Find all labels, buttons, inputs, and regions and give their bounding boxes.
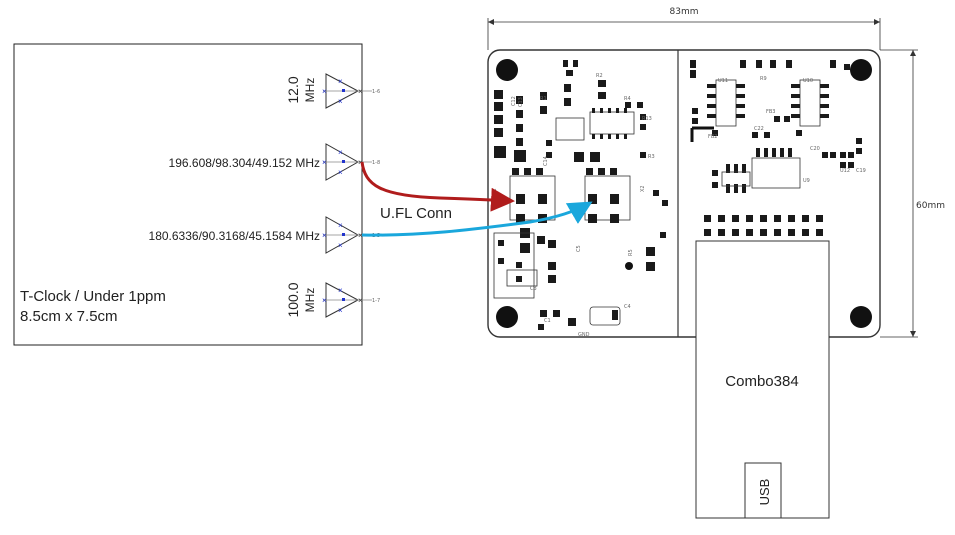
- pcb-pads-left: [494, 60, 646, 162]
- output-4-unit: MHz: [303, 288, 317, 313]
- ufl-connections: U.FL Conn: [360, 161, 593, 237]
- usb-port-label: USB: [757, 479, 772, 506]
- output-buffer-4: 100.0 MHz × × × × 1-7: [285, 282, 380, 318]
- output-2-port: 1-8: [372, 160, 380, 166]
- output-4-port: 1-7: [372, 298, 380, 304]
- svg-text:R3: R3: [648, 154, 655, 160]
- svg-text:C13: C13: [518, 97, 524, 107]
- output-buffer-2: 196.608/98.304/49.152 MHz × × × × 1-8: [169, 143, 380, 181]
- svg-text:C12: C12: [511, 96, 517, 106]
- svg-text:C3: C3: [530, 286, 537, 292]
- dimension-width: 83mm: [487, 7, 881, 50]
- svg-text:U11: U11: [718, 78, 728, 84]
- svg-text:C22: C22: [754, 126, 764, 132]
- svg-text:R13: R13: [642, 116, 652, 122]
- mounting-hole: [496, 59, 518, 81]
- connector-label: U.FL Conn: [380, 205, 452, 222]
- tclock-title: T-Clock / Under 1ppm: [20, 288, 166, 305]
- pcb-ic-u11: [707, 79, 745, 127]
- red-coax-wire: [360, 161, 515, 212]
- svg-text:U9: U9: [803, 178, 810, 184]
- output-3-freq: 180.6336/90.3168/45.1584 MHz: [149, 229, 320, 243]
- mounting-hole: [850, 306, 872, 328]
- mounting-hole: [496, 306, 518, 328]
- pcb-ic-left: [555, 111, 635, 141]
- svg-text:X1: X1: [492, 188, 498, 195]
- pcb-pads-lower-left: [498, 190, 668, 330]
- svg-text:×: ×: [322, 231, 327, 240]
- svg-text:FB2: FB2: [708, 134, 718, 140]
- svg-text:C1: C1: [544, 318, 551, 324]
- svg-text:U10: U10: [803, 78, 813, 84]
- svg-text:U12: U12: [840, 168, 850, 174]
- tclock-board: 12.0 MHz × × × × 1-6 196.608/98.304/49.1…: [13, 43, 380, 346]
- svg-text:C19: C19: [856, 168, 866, 174]
- combo384-module: Combo384 USB: [695, 240, 830, 519]
- svg-text:X2: X2: [640, 185, 646, 192]
- width-dimension-label: 83mm: [670, 7, 699, 17]
- svg-text:×: ×: [322, 158, 327, 167]
- svg-text:C20: C20: [810, 146, 820, 152]
- pcb-header-pins: [704, 215, 823, 236]
- svg-text:C14: C14: [543, 156, 549, 166]
- svg-text:R2: R2: [596, 73, 603, 79]
- pcb-ic-u10: [791, 79, 829, 127]
- svg-text:FB3: FB3: [766, 109, 776, 115]
- output-4-freq: 100.0: [285, 282, 301, 317]
- svg-text:R1: R1: [540, 96, 547, 102]
- svg-text:×: ×: [338, 221, 343, 230]
- svg-text:×: ×: [358, 87, 363, 96]
- svg-text:×: ×: [338, 148, 343, 157]
- module-name: Combo384: [725, 373, 798, 390]
- svg-text:×: ×: [338, 306, 343, 315]
- svg-text:×: ×: [322, 296, 327, 305]
- tclock-size: 8.5cm x 7.5cm: [20, 308, 118, 325]
- svg-text:C4: C4: [624, 304, 631, 310]
- output-1-unit: MHz: [303, 78, 317, 103]
- blue-coax-wire: [361, 201, 593, 237]
- output-1-freq: 12.0: [285, 76, 301, 103]
- pcb-ic-u9: [721, 148, 801, 193]
- svg-text:C5: C5: [576, 245, 582, 252]
- pcb-pads-right: [690, 60, 862, 188]
- usb-port: [744, 462, 782, 519]
- output-buffer-3: 180.6336/90.3168/45.1584 MHz × × × × 1-5: [149, 216, 380, 254]
- height-dimension-label: 60mm: [916, 201, 945, 211]
- output-buffer-1: 12.0 MHz × × × × 1-6: [285, 73, 380, 109]
- svg-text:×: ×: [338, 97, 343, 106]
- dimension-height: 60mm: [880, 49, 945, 338]
- svg-text:×: ×: [322, 87, 327, 96]
- svg-text:×: ×: [338, 77, 343, 86]
- svg-text:×: ×: [338, 241, 343, 250]
- mounting-hole: [850, 59, 872, 81]
- svg-text:R4: R4: [624, 96, 631, 102]
- svg-text:R9: R9: [760, 76, 767, 82]
- svg-text:×: ×: [358, 296, 363, 305]
- svg-text:×: ×: [338, 286, 343, 295]
- output-1-port: 1-6: [372, 89, 380, 95]
- svg-text:×: ×: [358, 158, 363, 167]
- output-2-freq: 196.608/98.304/49.152 MHz: [169, 156, 320, 170]
- svg-text:×: ×: [358, 231, 363, 240]
- svg-text:GND: GND: [578, 332, 590, 338]
- svg-text:R5: R5: [628, 249, 634, 256]
- svg-text:×: ×: [338, 168, 343, 177]
